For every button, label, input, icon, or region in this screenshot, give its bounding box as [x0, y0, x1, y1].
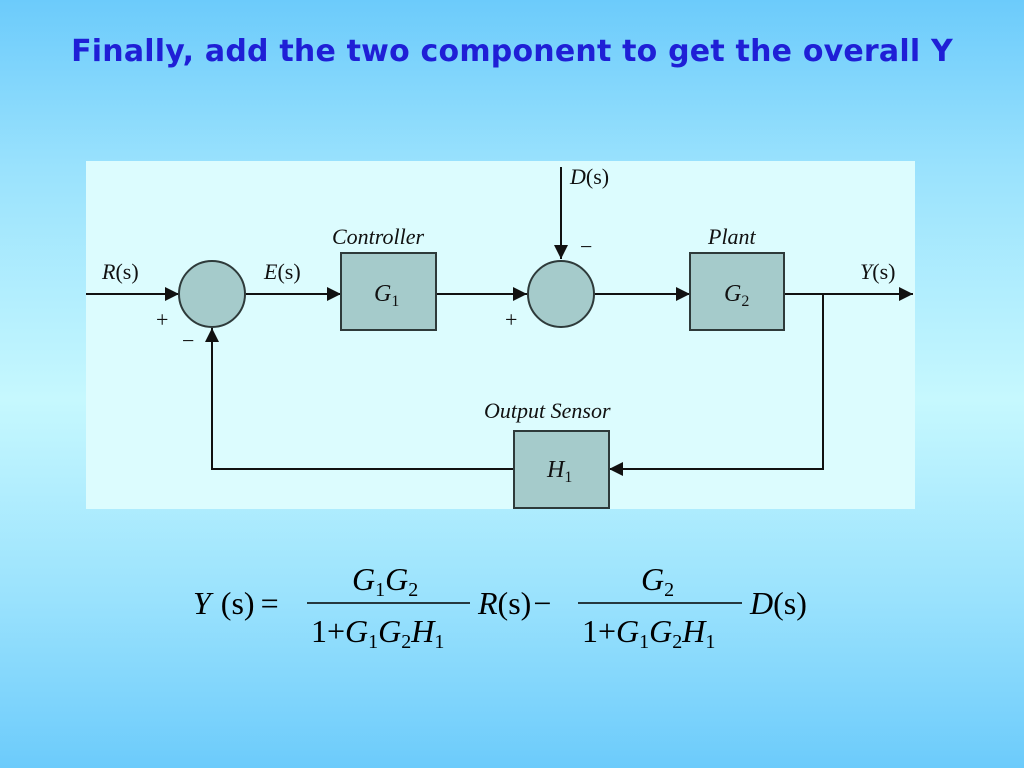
feedback-to-sensor-line [609, 294, 824, 476]
term1-denominator: 1+G1G2H1 [311, 613, 444, 653]
plant-gain: G2 [724, 281, 749, 310]
block-diagram-svg: G1 G2 H1 Controller Plant Output Sensor … [86, 164, 913, 509]
sum2-plus-sign: + [505, 307, 517, 332]
controller-gain: G1 [374, 281, 399, 310]
block-diagram: G1 G2 H1 Controller Plant Output Sensor … [86, 161, 915, 509]
equation-lhs: Y(s)= [193, 585, 279, 621]
sensor-label: Output Sensor [484, 398, 611, 423]
controller-block [340, 252, 437, 331]
sensor-block [513, 430, 610, 509]
slide-title: Finally, add the two component to get th… [71, 34, 953, 69]
term1-multiplier: R(s)− [477, 585, 551, 621]
input-signal-label: R(s) [101, 259, 139, 284]
output-signal-label: Y(s) [860, 259, 895, 284]
sensor-gain: H1 [546, 457, 572, 486]
plant-block [689, 252, 785, 331]
sum1-plus-sign: + [156, 307, 168, 332]
term2-numerator: G2 [641, 561, 674, 601]
term2-denominator: 1+G1G2H1 [582, 613, 715, 653]
term1-numerator: G1G2 [352, 561, 418, 601]
feedback-to-sum1-line [205, 328, 514, 470]
term2-multiplier: D(s) [749, 585, 807, 621]
error-signal-label: E(s) [263, 259, 301, 284]
controller-label: Controller [332, 224, 425, 249]
disturbance-signal-label: D(s) [569, 164, 609, 189]
sum1-minus-sign: − [182, 328, 194, 353]
output-equation: Y(s)= G1G2 1+G1G2H1 R(s)− G2 1+G1G2H1 D(… [0, 548, 1024, 668]
sum2-minus-sign: − [580, 234, 592, 259]
summing-junction-2 [527, 260, 595, 328]
output-equation-svg: Y(s)= G1G2 1+G1G2H1 R(s)− G2 1+G1G2H1 D(… [193, 561, 807, 653]
plant-label: Plant [707, 224, 757, 249]
summing-junction-1 [178, 260, 246, 328]
